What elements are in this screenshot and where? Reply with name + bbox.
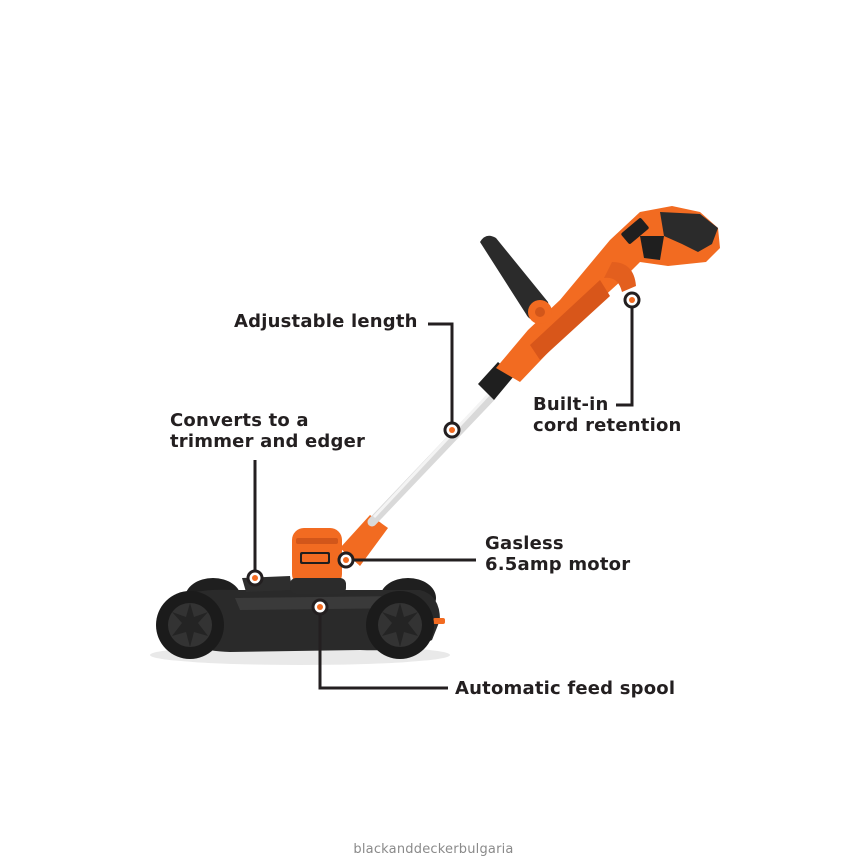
callout-converts: Converts to a trimmer and edger	[170, 410, 365, 452]
callout-built-in-line2: cord retention	[533, 415, 682, 436]
callout-gasless-line1: Gasless	[485, 533, 564, 554]
callout-lines	[253, 300, 634, 690]
deck-orange-trim	[433, 618, 445, 624]
line-adjustable-length	[428, 322, 454, 430]
cord-hook	[604, 262, 636, 292]
line-built-in	[616, 300, 634, 407]
line-feed-spool	[318, 607, 448, 690]
callout-dot-icon	[623, 291, 641, 309]
front-left-wheel-icon	[156, 591, 224, 659]
callout-gasless: Gasless 6.5amp motor	[485, 533, 630, 575]
callout-dot-icon	[443, 421, 461, 439]
callout-adjustable-length: Adjustable length	[234, 311, 418, 332]
brand-badge	[621, 218, 649, 244]
callout-feed-spool: Automatic feed spool	[455, 678, 676, 699]
shaft-coupling	[340, 515, 388, 566]
telescoping-shaft	[367, 391, 497, 527]
upper-shade	[530, 280, 610, 360]
callout-gasless-line2: 6.5amp motor	[485, 554, 631, 575]
callout-dot-icon	[337, 551, 355, 569]
callout-converts-line1: Converts to a	[170, 410, 309, 431]
trigger	[640, 236, 664, 260]
footer-site-name: blackanddeckerbulgaria	[353, 842, 514, 857]
callout-converts-line2: trimmer and edger	[170, 431, 366, 452]
callout-built-in-line1: Built-in	[533, 394, 609, 415]
auxiliary-handle	[480, 235, 549, 321]
aux-handle-knob-center	[535, 307, 545, 317]
callout-dot-icon	[246, 569, 264, 587]
handle-grip	[660, 212, 718, 252]
shaft-highlight	[372, 391, 492, 519]
motor-housing	[290, 528, 346, 594]
callout-dot-icon	[311, 598, 329, 616]
callout-built-in: Built-in cord retention	[533, 394, 682, 436]
front-right-wheel-icon	[366, 591, 434, 659]
